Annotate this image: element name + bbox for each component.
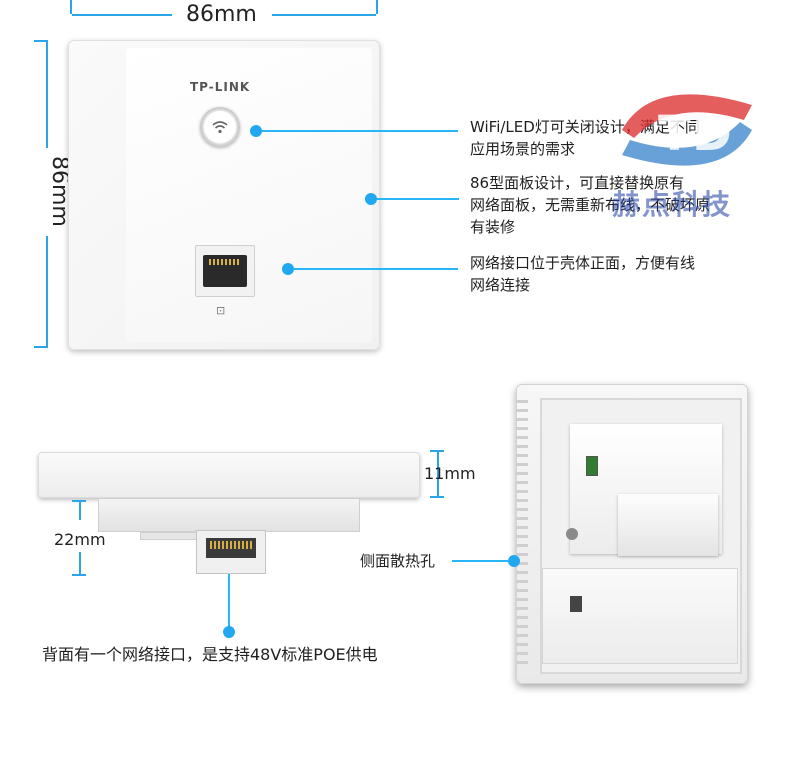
callout-line-back-port	[228, 574, 230, 628]
height-dim-tick-bottom	[34, 346, 48, 348]
height-dimension-label: 86mm	[47, 156, 72, 227]
side-view-panel	[38, 452, 420, 498]
callout-port-line1: 网络接口位于壳体正面，方便有线	[470, 254, 696, 272]
brand-logo: TP-LINK	[190, 80, 251, 94]
callout-line-port	[294, 268, 458, 270]
callout-port: 网络接口位于壳体正面，方便有线 网络连接	[470, 252, 760, 296]
height-dim-line-top	[46, 40, 48, 148]
back-view-latch	[570, 596, 582, 612]
callout-dot-vents	[508, 555, 520, 567]
panel-depth-label: 11mm	[424, 464, 476, 483]
width-dim-line-left	[72, 14, 172, 16]
callout-dot-panel	[365, 193, 377, 205]
front-network-port	[195, 245, 255, 297]
back-view-clip	[586, 456, 598, 476]
callout-dot-back-port	[223, 626, 235, 638]
callout-port-line2: 网络连接	[470, 276, 531, 294]
svg-text:T: T	[658, 106, 691, 162]
callout-panel-line1: 86型面板设计，可直接替换原有	[470, 174, 685, 192]
callout-panel-line3: 有装修	[470, 218, 516, 236]
body-depth-line-top	[79, 500, 81, 520]
body-depth-line-bottom	[79, 552, 81, 576]
callout-line-led	[262, 130, 458, 132]
callout-dot-led	[250, 125, 262, 137]
back-view-mount-plate	[542, 568, 738, 664]
body-depth-label: 22mm	[54, 530, 106, 549]
width-dim-tick-right	[376, 0, 378, 14]
lan-icon: ⊡	[216, 304, 226, 317]
callout-line-panel	[377, 198, 459, 200]
callout-panel: 86型面板设计，可直接替换原有 网络面板，无需重新布线，不破坏原 有装修	[470, 172, 770, 238]
height-dim-tick-top	[34, 40, 48, 42]
callout-dot-port	[282, 263, 294, 275]
side-view-rear-port	[196, 530, 266, 574]
callout-panel-line2: 网络面板，无需重新布线，不破坏原	[470, 196, 711, 214]
back-view-screw-hole	[566, 528, 578, 540]
side-view-body	[98, 498, 360, 532]
width-dim-tick-left	[70, 0, 72, 14]
wifi-led-button[interactable]	[200, 107, 240, 147]
wifi-icon	[212, 121, 228, 134]
width-dim-line-right	[272, 14, 376, 16]
side-vents	[516, 400, 528, 670]
callout-back-port: 背面有一个网络接口，是支持48V标准POE供电	[42, 645, 378, 664]
callout-vents: 侧面散热孔	[360, 552, 436, 570]
height-dim-line-bottom	[46, 236, 48, 348]
panel-depth-line	[437, 450, 439, 498]
callout-line-vents	[452, 560, 508, 562]
watermark-logo: T D	[622, 94, 752, 166]
svg-text:D: D	[692, 106, 732, 162]
width-dimension-label: 86mm	[186, 2, 257, 27]
back-view-port-module	[618, 494, 718, 556]
watermark-text: 赫点科技	[612, 188, 733, 221]
callout-led-line2: 应用场景的需求	[470, 140, 576, 158]
